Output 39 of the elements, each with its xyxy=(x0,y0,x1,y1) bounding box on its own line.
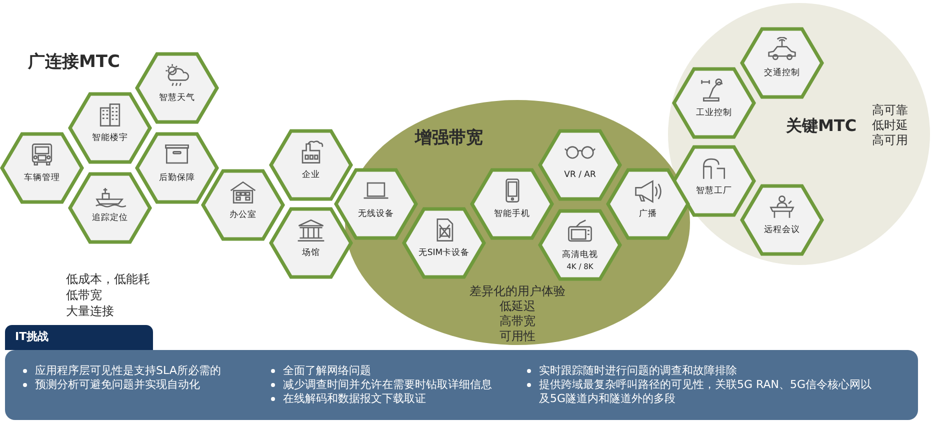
tile-label: VR / AR xyxy=(563,170,597,181)
bullet-item: 在线解码和数据报文下载取证 xyxy=(283,392,427,406)
area-heading: 关键MTC xyxy=(786,116,857,137)
tile-label: 广播 xyxy=(638,209,658,220)
tile-label: 无线设备 xyxy=(357,209,395,220)
bullet-item: 预测分析可避免问题并实现自动化 xyxy=(35,378,201,392)
tile-label: 办公室 xyxy=(228,210,258,221)
tile-label: 智能手机 xyxy=(493,209,531,220)
bullet-item: 提供跨域最复杂呼叫路径的可见性，关联5G RAN、5G信令核心网以及5G隧道内和隧道外的多段 xyxy=(539,378,872,406)
tile-label: 工业控制 xyxy=(695,108,733,119)
area-heading: 增强带宽 xyxy=(415,127,483,149)
area-feature: 高带宽 xyxy=(498,313,536,330)
feature-text: 大量连接 xyxy=(66,303,114,320)
bullet-item: 应用程序层可见性是支持SLA所必需的 xyxy=(35,364,222,378)
tile-label: 后勤保障 xyxy=(158,173,196,184)
section-heading: 广连接MTC xyxy=(28,51,120,73)
tab-header: IT挑战 xyxy=(5,325,153,350)
area-feature: 高可靠 xyxy=(872,102,908,119)
tile-label: 车辆管理 xyxy=(23,173,61,184)
tile-label: 追踪定位 xyxy=(91,213,129,224)
feature-text: 低带宽 xyxy=(66,287,102,304)
tile-label: 场馆 xyxy=(301,248,321,259)
area-feature: 低时延 xyxy=(872,117,908,134)
bullet-item: 实时跟踪随时进行问题的调查和故障排除 xyxy=(539,364,738,378)
tile-label: 高清电视 xyxy=(561,250,599,261)
area-feature: 差异化的用户体验 xyxy=(468,283,566,300)
bullet-item: 全面了解网络问题 xyxy=(283,364,372,378)
tile-label: 智慧天气 xyxy=(158,93,196,104)
feature-text: 低成本，低能耗 xyxy=(66,271,150,288)
tile-label: 智能楼宇 xyxy=(91,133,129,144)
area-feature: 低延迟 xyxy=(498,298,536,314)
bullet-item: 减少调查时间并允许在需要时钻取详细信息 xyxy=(283,378,493,392)
area-feature: 高可用 xyxy=(872,132,908,149)
tile-label: 智慧工厂 xyxy=(695,186,733,197)
tile-label: 无SIM卡设备 xyxy=(417,248,471,259)
tile-label: 交通控制 xyxy=(763,68,801,79)
tile-label: 远程会议 xyxy=(763,225,801,236)
area-feature: 可用性 xyxy=(498,328,536,345)
tile-label: 企业 xyxy=(301,170,321,181)
